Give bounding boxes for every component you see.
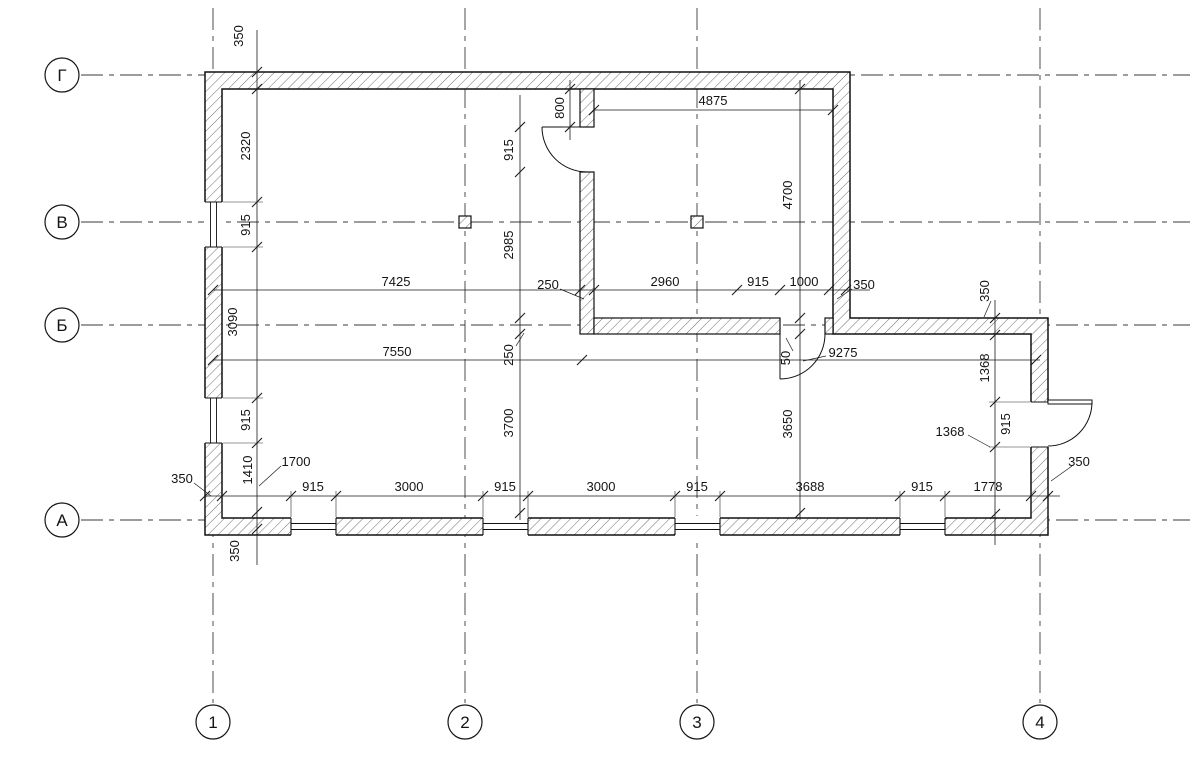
grid-lines	[81, 8, 1190, 703]
dim-label: 800	[552, 97, 567, 119]
dim-label: 350	[171, 471, 193, 486]
door-swings	[541, 126, 1093, 448]
dim-label: 915	[998, 413, 1013, 435]
dim-label: 1368	[977, 354, 992, 383]
axis-bubble-row-a	[44, 502, 80, 538]
extension-lines	[204, 126, 1049, 517]
axis-bubble-col-2	[447, 704, 483, 740]
dim-label: 2320	[238, 132, 253, 161]
dim-label: 915	[238, 409, 253, 431]
door-arc	[779, 333, 826, 380]
dim-label: 7550	[383, 344, 412, 359]
dimension-labels-rotated: 350 2320 915 3090 915 1410 350 915 2985 …	[225, 25, 1013, 562]
dim-label: 1368	[936, 424, 965, 439]
dim-label: 915	[501, 139, 516, 161]
columns	[458, 215, 704, 229]
axis-label: В	[56, 213, 67, 232]
dim-label: 4700	[780, 181, 795, 210]
dim-label: 350	[231, 25, 246, 47]
dim-label: 1700	[282, 454, 311, 469]
dim-label: 350	[1068, 454, 1090, 469]
leader-lines	[193, 288, 1073, 497]
dim-label: 2985	[501, 231, 516, 260]
dim-label: 9275	[829, 345, 858, 360]
axis-label: А	[56, 511, 68, 530]
axis-label: 4	[1035, 713, 1044, 732]
axis-bubble-row-b	[44, 307, 80, 343]
axis-label: 1	[208, 713, 217, 732]
axis-bubble-col-1	[195, 704, 231, 740]
window-openings	[204, 201, 946, 537]
dim-label: 3090	[225, 308, 240, 337]
dim-label: 4875	[699, 93, 728, 108]
dim-label: 1000	[790, 274, 819, 289]
dim-label: 915	[494, 479, 516, 494]
axis-bubble-col-4	[1022, 704, 1058, 740]
dim-label: 3000	[587, 479, 616, 494]
dim-label: 2960	[651, 274, 680, 289]
door-arc	[1047, 401, 1093, 447]
dim-label: 3650	[780, 410, 795, 439]
column	[458, 215, 472, 229]
dimension-lines	[205, 30, 1060, 565]
dim-label: 915	[686, 479, 708, 494]
door-arc	[541, 126, 588, 173]
dim-label: 915	[302, 479, 324, 494]
interior-walls	[579, 88, 834, 335]
dim-label: 250	[537, 277, 559, 292]
dim-label: 250	[501, 344, 516, 366]
dim-label: 350	[977, 280, 992, 302]
exterior-walls	[204, 71, 1049, 536]
axis-label: Б	[56, 316, 67, 335]
axis-bubble-col-3	[679, 704, 715, 740]
axis-bubble-row-v	[44, 204, 80, 240]
dim-label: 3688	[796, 479, 825, 494]
dim-label: 915	[911, 479, 933, 494]
axis-bubbles: 1 2 3 4 Г В Б А	[44, 57, 1058, 740]
dimension-labels: 915 3000 915 3000 915 3688 915 1778 350 …	[171, 93, 1090, 494]
axis-bubble-row-g	[44, 57, 80, 93]
door-leaf	[1047, 399, 1093, 405]
dim-label: 3700	[501, 409, 516, 438]
dim-label: 350	[853, 277, 875, 292]
dim-label: 915	[238, 214, 253, 236]
axis-label: 3	[692, 713, 701, 732]
dim-label: 1778	[974, 479, 1003, 494]
axis-label: Г	[57, 66, 66, 85]
dim-label: 350	[227, 540, 242, 562]
dim-label: 1410	[240, 456, 255, 485]
dim-label: 7425	[382, 274, 411, 289]
axis-label: 2	[460, 713, 469, 732]
dim-label: 3000	[395, 479, 424, 494]
dim-label: 915	[747, 274, 769, 289]
dim-label: 50	[778, 351, 793, 365]
column	[690, 215, 704, 229]
tick-marks	[199, 66, 1054, 535]
